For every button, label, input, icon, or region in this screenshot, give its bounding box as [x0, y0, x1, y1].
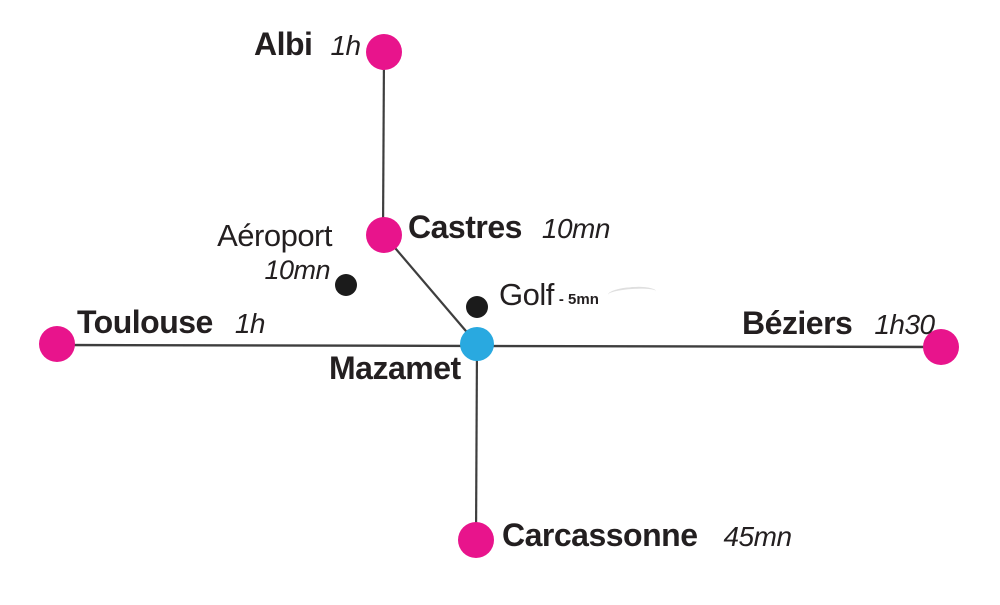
- toulouse-label: Toulouse: [77, 304, 213, 340]
- carcassonne-label: Carcassonne: [502, 517, 698, 553]
- golf-dot: [466, 296, 488, 318]
- carcassonne-time: 45mn: [723, 521, 792, 552]
- albi-time: 1h: [330, 30, 361, 61]
- toulouse-label-group: Toulouse 1h: [77, 304, 266, 340]
- line-castres-mazamet: [383, 234, 478, 345]
- aeroport-time: 10mn: [264, 255, 330, 285]
- albi-label: Albi: [254, 26, 313, 62]
- castres-dot: [366, 217, 402, 253]
- line-albi-castres: [381, 51, 386, 236]
- toulouse-dot: [39, 326, 75, 362]
- beziers-label-group: Béziers 1h30: [742, 307, 935, 339]
- albi-dot: [366, 34, 402, 70]
- toulouse-time: 1h: [234, 308, 266, 339]
- aeroport-label-group: Aéroport 10mn: [168, 220, 332, 284]
- albi-label-group: Albi 1h: [254, 28, 361, 60]
- line-toulouse-beziers: [56, 343, 942, 349]
- beziers-label: Béziers: [742, 305, 853, 341]
- carcassonne-dot: [458, 522, 494, 558]
- mazamet-dot: [460, 327, 494, 361]
- golf-label: Golf: [499, 277, 554, 312]
- golf-time: - 5mn: [558, 291, 599, 308]
- beziers-dot: [923, 329, 959, 365]
- aeroport-label: Aéroport: [217, 218, 332, 253]
- golf-label-group: Golf - 5mn: [499, 279, 599, 310]
- carcassonne-label-group: Carcassonne 45mn: [502, 519, 792, 551]
- mazamet-label: Mazamet: [329, 350, 461, 386]
- castres-label: Castres: [408, 209, 522, 245]
- mazamet-label-group: Mazamet: [329, 352, 461, 384]
- line-mazamet-carcassonne: [474, 343, 479, 541]
- beziers-time: 1h30: [874, 309, 935, 340]
- aeroport-dot: [335, 274, 357, 296]
- castres-time: 10mn: [541, 213, 611, 244]
- castres-label-group: Castres 10mn: [408, 211, 610, 243]
